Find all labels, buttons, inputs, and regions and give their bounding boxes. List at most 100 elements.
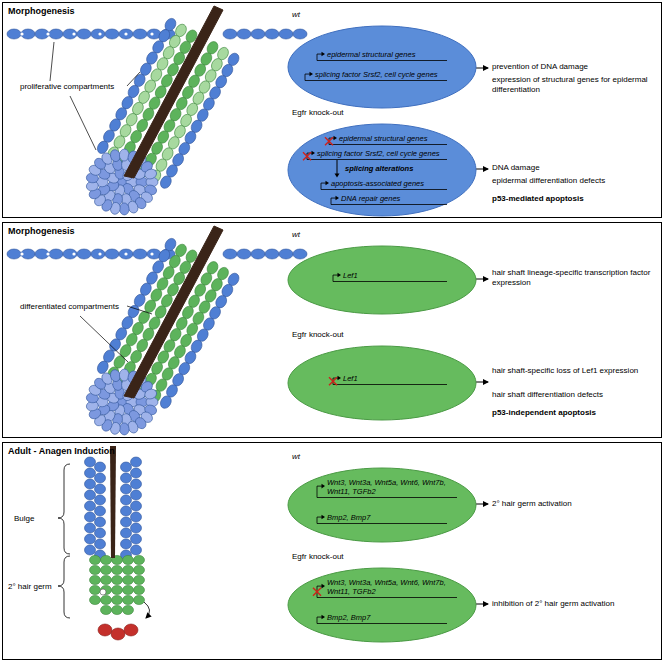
nucleus bbox=[20, 32, 23, 35]
annotation-label: wt bbox=[292, 452, 300, 462]
promoter-arrowhead bbox=[322, 584, 326, 589]
annotation-label: p53-mediated apoptosis bbox=[492, 194, 660, 204]
promoter-arrowhead bbox=[338, 376, 342, 381]
germ-bracket bbox=[58, 556, 70, 618]
panel: Adult - Anagen InductionWnt3, Wnt3a, Wnt… bbox=[2, 442, 662, 660]
cross-mark bbox=[329, 377, 337, 385]
cell bbox=[134, 595, 145, 604]
gene-label: Wnt3, Wnt3a, Wnt5a, Wnt6, Wnt7b, Wnt11, … bbox=[327, 478, 451, 496]
annotation-label: wt bbox=[292, 230, 300, 240]
nucleus bbox=[72, 252, 75, 255]
nucleus bbox=[124, 252, 127, 255]
cell bbox=[91, 249, 105, 259]
cell bbox=[119, 249, 133, 259]
nucleus-ellipse: epidermal structural genessplicing facto… bbox=[287, 123, 477, 217]
cell bbox=[101, 585, 112, 594]
cell bbox=[123, 565, 134, 574]
gene-line bbox=[307, 159, 447, 160]
cell bbox=[90, 585, 101, 594]
cell bbox=[237, 249, 251, 259]
cell bbox=[131, 457, 142, 467]
gene-line bbox=[317, 597, 457, 598]
cell bbox=[131, 468, 142, 478]
panel-title: Morphogenesis bbox=[8, 6, 75, 17]
cell bbox=[143, 168, 157, 181]
nucleus bbox=[46, 32, 49, 35]
gene-label: splicing factor Srsf2, cell cycle genes bbox=[317, 149, 440, 158]
cell bbox=[123, 555, 134, 564]
hair-follicle-drawing bbox=[7, 6, 307, 640]
nucleus bbox=[72, 32, 75, 35]
ellipse-outline bbox=[288, 346, 476, 420]
ellipse-shape bbox=[287, 345, 477, 421]
gene-line bbox=[331, 204, 447, 205]
annotation-label: Egfr knock-out bbox=[292, 330, 344, 340]
cell bbox=[112, 595, 123, 604]
cross-mark bbox=[329, 377, 337, 385]
cell bbox=[21, 29, 35, 39]
cell bbox=[251, 29, 265, 39]
cell bbox=[158, 174, 173, 190]
cross-mark bbox=[325, 137, 333, 145]
cell bbox=[133, 249, 147, 259]
promoter-arrow bbox=[321, 183, 326, 189]
promoter-arrow bbox=[331, 198, 336, 204]
cell bbox=[63, 249, 77, 259]
cell bbox=[133, 29, 147, 39]
ellipse-shape bbox=[287, 25, 477, 109]
output-arrow bbox=[476, 382, 488, 383]
cell bbox=[90, 595, 101, 604]
follicle bbox=[7, 6, 307, 215]
annotation-label: p53-independent apoptosis bbox=[492, 408, 660, 418]
cell bbox=[158, 394, 173, 410]
cell bbox=[101, 575, 112, 584]
output-arrow bbox=[476, 169, 488, 170]
nucleus bbox=[20, 252, 23, 255]
promoter-arrowhead bbox=[334, 136, 338, 141]
output-arrow bbox=[476, 68, 488, 69]
ellipse-outline bbox=[288, 26, 476, 108]
annotation-label: hair shaft-specific loss of Lef1 express… bbox=[492, 366, 660, 376]
annotation-label: wt bbox=[292, 10, 300, 20]
cell bbox=[265, 29, 279, 39]
gene-label: Bmp2, Bmp7 bbox=[327, 513, 370, 522]
annotation-label: 2° hair germ activation bbox=[492, 499, 660, 509]
cell bbox=[131, 512, 142, 522]
cell bbox=[112, 605, 123, 614]
cell bbox=[223, 29, 237, 39]
cell bbox=[35, 29, 49, 39]
panel-title: Adult - Anagen Induction bbox=[8, 446, 115, 457]
ellipse-outline bbox=[288, 124, 476, 216]
follicle bbox=[7, 226, 307, 435]
annotation-label: proliferative compartments bbox=[20, 82, 114, 92]
cell bbox=[293, 29, 307, 39]
cell bbox=[131, 545, 142, 555]
cell bbox=[85, 457, 96, 467]
output-arrows bbox=[476, 68, 488, 604]
cell bbox=[101, 605, 112, 614]
ellipse-outline bbox=[288, 246, 476, 314]
cell bbox=[90, 565, 101, 574]
annotation-label: Egfr knock-out bbox=[292, 552, 344, 562]
leader-line bbox=[80, 316, 128, 362]
nucleus bbox=[98, 252, 101, 255]
cell bbox=[131, 490, 142, 500]
cell bbox=[119, 369, 129, 381]
annotation-label: 2° hair germ bbox=[8, 582, 52, 592]
cell bbox=[49, 249, 63, 259]
cell bbox=[35, 249, 49, 259]
cell bbox=[119, 423, 130, 436]
cell bbox=[77, 249, 91, 259]
cell bbox=[101, 555, 112, 564]
output-arrow bbox=[476, 279, 488, 280]
cell bbox=[131, 523, 142, 533]
annotation-label: hair shaft differentiation defects bbox=[492, 390, 660, 400]
gene-label: Lef1 bbox=[343, 374, 358, 383]
gene-line bbox=[317, 60, 447, 61]
cell bbox=[95, 506, 106, 516]
leader-line bbox=[50, 42, 54, 81]
gene-label: apoptosis-associated genes bbox=[331, 179, 424, 188]
brackets bbox=[58, 464, 70, 618]
cell bbox=[279, 249, 293, 259]
nucleus bbox=[150, 252, 153, 255]
